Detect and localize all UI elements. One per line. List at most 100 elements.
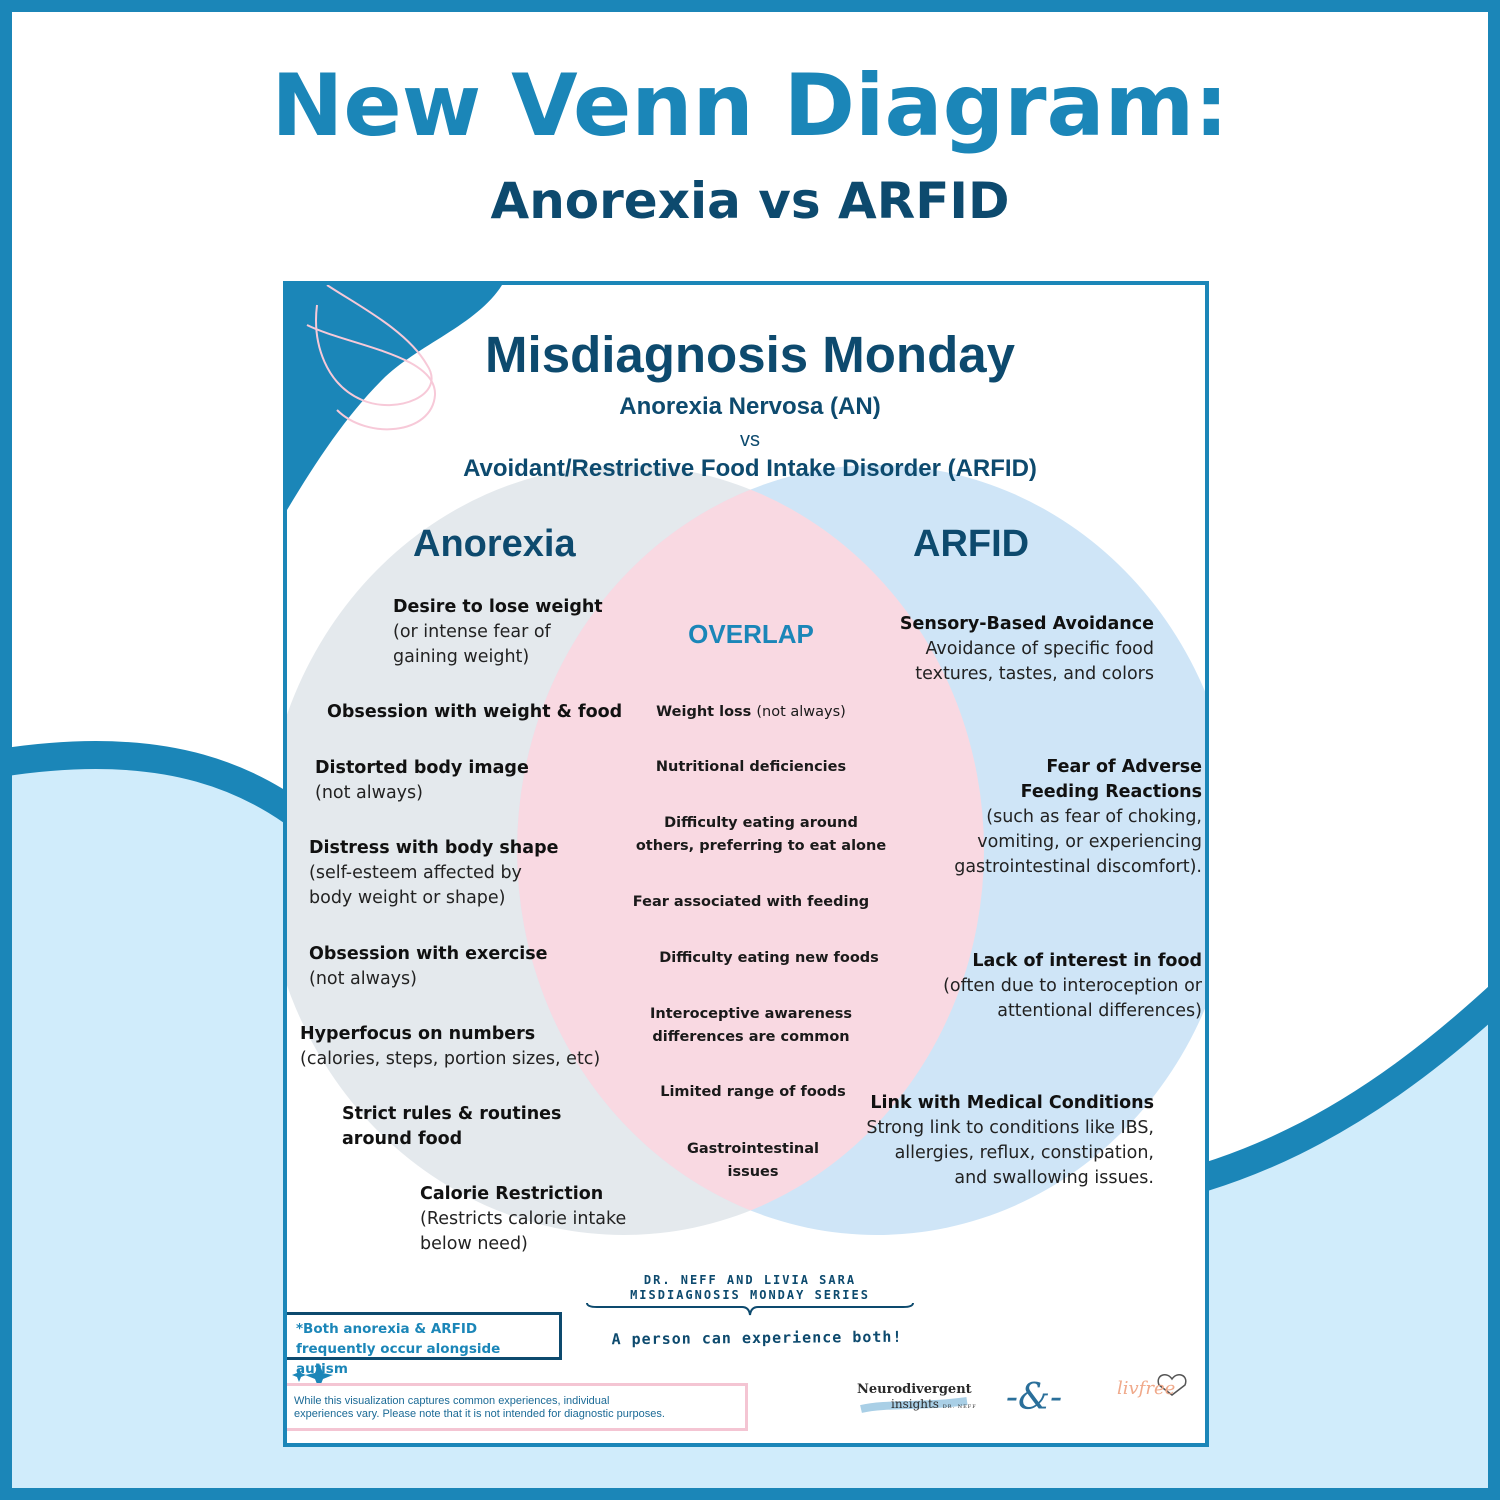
corner-blob	[287, 285, 502, 510]
item-title: Limited range of foods	[660, 1084, 846, 1100]
logo-nd-insights: insights	[891, 1397, 939, 1411]
anorexia-item: Hyperfocus on numbers (calories, steps, …	[300, 1022, 600, 1072]
logo-nd-author: DR. NEFF	[942, 1404, 977, 1410]
item-note: (not always)	[756, 704, 846, 720]
series-brace	[586, 1302, 914, 1316]
series-credit-line2: MISDIAGNOSIS MONDAY SERIES	[630, 1288, 870, 1302]
item-title-cont: around food	[342, 1129, 463, 1149]
sparkle-small-icon	[292, 1368, 306, 1382]
anorexia-label: Anorexia	[413, 523, 576, 565]
autism-note-box: *Both anorexia & ARFID frequently occur …	[287, 1312, 562, 1377]
arfid-label: ARFID	[913, 523, 1030, 565]
anorexia-item: Distress with body shape (self-esteem af…	[309, 836, 558, 911]
item-note: and swallowing issues.	[954, 1168, 1154, 1188]
anorexia-item: Desire to lose weight (or intense fear o…	[393, 595, 603, 670]
item-note: (often due to interoception or	[943, 976, 1202, 996]
item-note: (self-esteem affected by	[309, 863, 522, 883]
item-note: (or intense fear of	[393, 622, 551, 642]
item-note: (calories, steps, portion sizes, etc)	[300, 1049, 601, 1069]
page-subheadline: Anorexia vs ARFID	[490, 172, 1010, 230]
anorexia-item: Strict rules & routines around food	[342, 1102, 561, 1152]
overlap-item: Difficulty eating new foods	[619, 947, 919, 970]
anorexia-item: Calorie Restriction (Restricts calorie i…	[420, 1182, 626, 1257]
sparkle-icon	[305, 1363, 333, 1389]
autism-note-line1: *Both anorexia & ARFID	[296, 1321, 478, 1337]
item-title-cont: issues	[727, 1164, 779, 1180]
anorexia-item: Obsession with weight & food	[327, 700, 622, 725]
condition-b-title: Avoidant/Restrictive Food Intake Disorde…	[463, 455, 1037, 482]
condition-a-title: Anorexia Nervosa (AN)	[619, 393, 881, 420]
overlap-item: Weight loss (not always)	[601, 701, 901, 724]
venn-diagram	[287, 285, 1205, 1413]
overlap-item: Limited range of foods	[603, 1081, 903, 1104]
item-title: Difficulty eating new foods	[659, 950, 879, 966]
item-title: Distorted body image	[315, 758, 529, 778]
livfree-logo: livfree	[1117, 1378, 1176, 1399]
item-title: Fear of Adverse	[1046, 757, 1202, 777]
item-title: Desire to lose weight	[393, 597, 603, 617]
overlap-lens	[517, 465, 984, 1235]
item-note: textures, tastes, and colors	[915, 664, 1154, 684]
item-note: (Restricts calorie intake	[420, 1209, 627, 1229]
item-title: Difficulty eating around	[664, 815, 858, 831]
autism-note-line2: frequently occur alongside autism	[296, 1341, 501, 1377]
brush-underline	[860, 1397, 968, 1413]
anorexia-item: Distorted body image (not always)	[315, 756, 529, 806]
neurodivergent-insights-sub: insights DR. NEFF	[891, 1397, 977, 1411]
item-title: Obsession with exercise	[309, 944, 548, 964]
item-title: Weight loss	[656, 704, 752, 720]
overlap-item: Nutritional deficiencies	[601, 756, 901, 779]
item-title: Link with Medical Conditions	[870, 1093, 1154, 1113]
overlap-item: Gastrointestinal issues	[603, 1138, 903, 1184]
card-title: Misdiagnosis Monday	[485, 326, 1015, 383]
item-note: Strong link to conditions like IBS,	[866, 1118, 1154, 1138]
arfid-item: Lack of interest in food (often due to i…	[852, 949, 1202, 1024]
corner-swirl-1	[315, 285, 433, 407]
page-headline: New Venn Diagram:	[271, 56, 1229, 156]
item-note: gastrointestinal discomfort).	[954, 857, 1202, 877]
item-title: Sensory-Based Avoidance	[899, 614, 1154, 634]
arfid-item: Sensory-Based Avoidance Avoidance of spe…	[854, 612, 1154, 687]
item-note: (such as fear of choking,	[986, 807, 1202, 827]
arfid-item: Fear of Adverse Feeding Reactions (such …	[852, 755, 1202, 880]
item-title: Interoceptive awareness	[649, 1006, 852, 1022]
item-title: Obsession with weight & food	[327, 702, 623, 722]
item-note: below need)	[420, 1234, 528, 1254]
overlap-item: Fear associated with feeding	[601, 891, 901, 914]
item-title: Distress with body shape	[309, 838, 559, 858]
item-title: Nutritional deficiencies	[655, 759, 847, 775]
item-title-cont: others, preferring to eat alone	[635, 838, 887, 854]
disclaimer-line2: experiences vary. Please note that it is…	[294, 1408, 665, 1420]
item-title: Fear associated with feeding	[632, 894, 870, 910]
disclaimer-line1: While this visualization captures common…	[294, 1395, 610, 1407]
neurodivergent-insights-logo: Neurodivergent	[857, 1382, 972, 1397]
item-note: allergies, reflux, constipation,	[894, 1143, 1154, 1163]
item-title-cont: differences are common	[652, 1029, 850, 1045]
item-note: gaining weight)	[393, 647, 530, 667]
overlap-item: Interoceptive awareness differences are …	[601, 1003, 901, 1049]
item-title: Strict rules & routines	[342, 1104, 562, 1124]
arfid-item: Link with Medical Conditions Strong link…	[804, 1091, 1154, 1191]
overlap-item: Difficulty eating around others, preferr…	[611, 812, 911, 858]
series-credit-line1: DR. NEFF AND LIVIA SARA	[643, 1273, 857, 1287]
item-title: Calorie Restriction	[420, 1184, 604, 1204]
infographic-card: Misdiagnosis Monday Anorexia Nervosa (AN…	[283, 281, 1209, 1447]
item-title-cont: Feeding Reactions	[1020, 782, 1202, 802]
item-note: Avoidance of specific food	[925, 639, 1154, 659]
overlap-label: OVERLAP	[688, 619, 814, 649]
item-note: attentional differences)	[997, 1001, 1202, 1021]
item-title: Lack of interest in food	[972, 951, 1202, 971]
logo-nd-name: Neurodivergent	[857, 1382, 972, 1397]
item-title: Gastrointestinal	[686, 1141, 820, 1157]
item-note: (not always)	[315, 783, 423, 803]
item-note: (not always)	[309, 969, 417, 989]
item-note: vomiting, or experiencing	[977, 832, 1202, 852]
heart-icon	[1157, 1374, 1187, 1396]
disclaimer-box: While this visualization captures common…	[287, 1383, 748, 1431]
corner-swirl-2	[306, 324, 437, 431]
item-title: Hyperfocus on numbers	[300, 1024, 536, 1044]
vs-label: vs	[740, 429, 760, 451]
both-note: A person can experience both!	[611, 1327, 903, 1349]
